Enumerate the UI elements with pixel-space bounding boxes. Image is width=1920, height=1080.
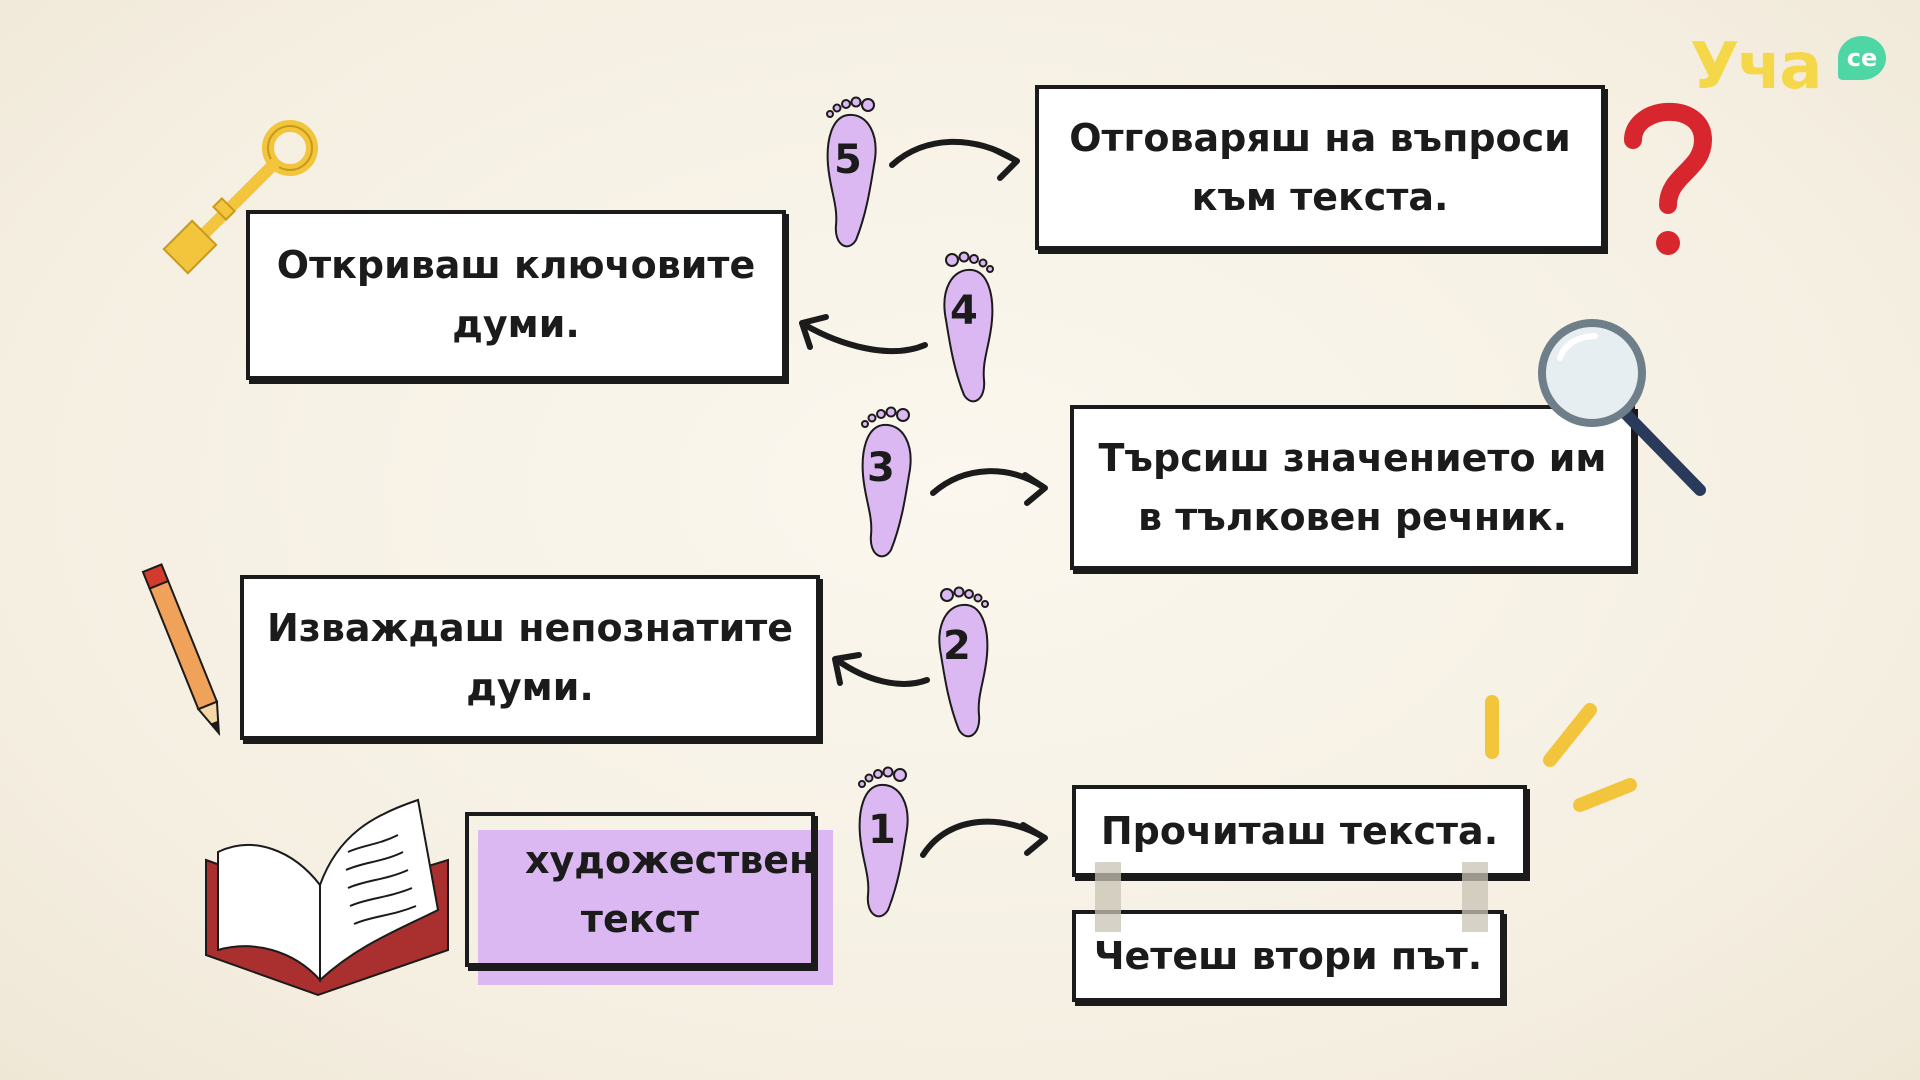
source-highlight: [478, 830, 833, 985]
step-2-box: Изваждаш непознатите думи.: [240, 575, 820, 740]
footprint-3: 3: [855, 405, 925, 560]
question-mark-icon: [1624, 102, 1713, 255]
step-1-text: Прочиташ текста.: [1100, 808, 1499, 853]
tape-right: [1462, 862, 1488, 932]
step-4-text: Откриваш ключовите думи.: [276, 243, 756, 346]
step-3-box: Търсиш значението им в тълковен речник.: [1070, 405, 1635, 570]
footprint-5-number: 5: [834, 137, 862, 183]
footprint-2-number: 2: [943, 623, 971, 669]
arrow-icon: [799, 314, 928, 355]
footprint-icon: [861, 406, 912, 558]
footprint-1-number: 1: [868, 807, 896, 853]
footprint-4-number: 4: [950, 288, 978, 334]
step-3-text: Търсиш значението им в тълковен речник.: [1098, 435, 1607, 539]
highlight-burst-icon: [1485, 695, 1637, 812]
step-5-text: Отговаряш на въпроси към текста.: [1069, 115, 1571, 219]
arrow-icon: [832, 652, 930, 687]
footprint-icon: [858, 766, 909, 918]
source-text-box: художествен текст: [465, 812, 815, 967]
step-4-box: Откриваш ключовите думи.: [246, 210, 786, 380]
footprint-icon: [826, 96, 877, 248]
tape-left: [1095, 862, 1121, 932]
logo-badge-text: се: [1846, 44, 1878, 72]
logo-text: Уча: [1690, 30, 1822, 104]
step-2-text: Изваждаш непознатите думи.: [266, 605, 794, 709]
magnifier-icon: [1538, 319, 1706, 496]
pencil-icon: [141, 563, 221, 737]
read-again-text: Четеш втори път.: [1093, 933, 1483, 978]
footprint-icon: [938, 586, 989, 738]
key-icon: [162, 120, 318, 275]
logo-badge: се: [1838, 36, 1886, 80]
arrow-icon: [889, 138, 1020, 181]
footprint-icon: [943, 251, 994, 403]
read-again-box: Четеш втори път.: [1072, 910, 1504, 1002]
footprint-3-number: 3: [867, 445, 895, 491]
footprint-4: 4: [930, 250, 1000, 405]
step-1-box: Прочиташ текста.: [1072, 785, 1527, 877]
footprint-1: 1: [852, 765, 922, 920]
uchase-logo: Уча се: [1690, 30, 1890, 110]
book-icon: [205, 798, 449, 997]
step-5-box: Отговаряш на въпроси към текста.: [1035, 85, 1605, 250]
footprint-5: 5: [820, 95, 890, 250]
arrow-icon: [930, 468, 1048, 506]
arrow-icon: [920, 818, 1048, 858]
footprint-2: 2: [925, 585, 995, 740]
source-text: художествен текст: [525, 837, 816, 941]
